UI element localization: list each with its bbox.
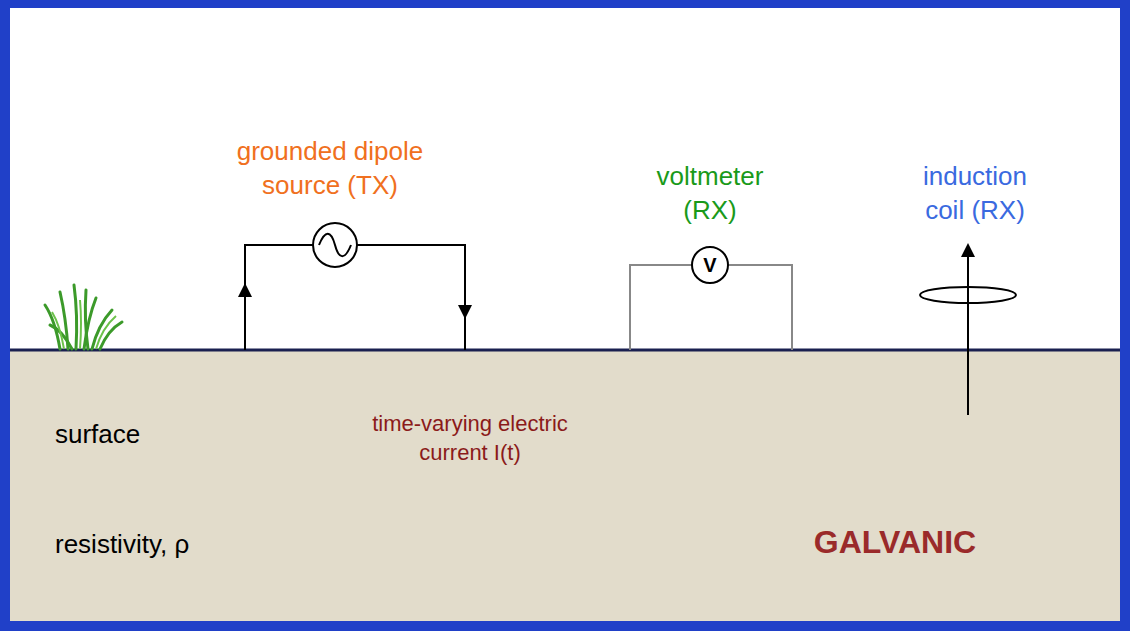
meter-symbol-letter: V — [698, 252, 722, 278]
surface-line — [10, 349, 1120, 352]
source-label: grounded dipole source (TX) — [205, 135, 455, 203]
induction-coil — [920, 250, 1016, 415]
dipole-source — [245, 223, 465, 350]
voltmeter-symbol — [630, 247, 792, 350]
grass — [45, 285, 122, 349]
grass-light — [52, 300, 116, 349]
ground — [10, 350, 1120, 621]
sky — [10, 8, 1120, 350]
receiver-label: induction coil (RX) — [900, 160, 1050, 228]
mode-title: GALVANIC — [765, 522, 1025, 564]
resistivity-label: resistivity, ρ — [55, 528, 315, 562]
receiver-label: voltmeter (RX) — [635, 160, 785, 228]
surface-label: surface — [55, 418, 195, 452]
current-label: time-varying electric current I(t) — [365, 410, 575, 467]
